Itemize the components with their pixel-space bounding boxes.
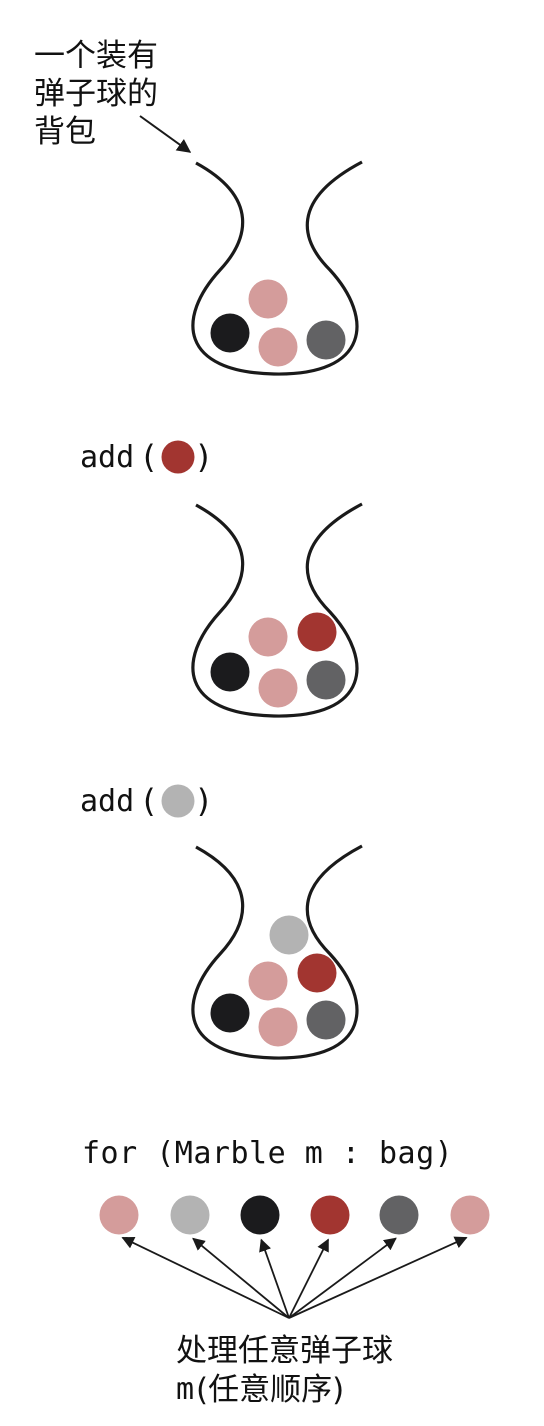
- bag-3-marble-4: [210, 993, 250, 1033]
- iteration-marble-2: [170, 1195, 210, 1235]
- bag-1-marble-4: [306, 320, 346, 360]
- bag-1-marble-2: [210, 313, 250, 353]
- add-paren-open-2: (: [143, 782, 156, 820]
- iteration-arrow-1: [121, 1236, 290, 1319]
- process-caption-note: (任意顺序): [196, 1372, 345, 1408]
- bag-2-marble-2: [297, 612, 337, 652]
- bag-label-line-3: 背包: [34, 114, 96, 150]
- bag-3-marble-6: [306, 1000, 346, 1040]
- bag-2-marble-5: [306, 660, 346, 700]
- bag-1-marble-1: [248, 279, 288, 319]
- bag-2-marble-3: [210, 652, 250, 692]
- bag-3-marble-1: [269, 915, 309, 955]
- add-paren-close-1: ): [197, 438, 210, 476]
- bag-3-outline: [191, 844, 363, 1060]
- add-paren-open-1: (: [143, 438, 156, 476]
- bag-3: [191, 844, 363, 1060]
- bag-2-outline: [191, 502, 363, 718]
- add-op-2: add: [80, 784, 135, 819]
- add-paren-close-2: ): [197, 782, 210, 820]
- bag-2-marble-1: [248, 617, 288, 657]
- bag-1-marbles: [210, 279, 346, 367]
- iteration-marble-1: [99, 1195, 139, 1235]
- process-caption-var: m: [176, 1372, 195, 1407]
- bag-3-marble-5: [258, 1007, 298, 1047]
- iteration-arrow-4: [288, 1238, 330, 1319]
- bag-2-marbles: [210, 612, 346, 708]
- add-marble-2: [161, 784, 195, 818]
- bag-label-line-1: 一个装有: [34, 38, 158, 74]
- bag-2-marble-4: [258, 668, 298, 708]
- bag-1-outline: [191, 160, 363, 376]
- iteration-marble-4: [310, 1195, 350, 1235]
- bag-1-marble-3: [258, 327, 298, 367]
- added-marbles: [161, 440, 195, 818]
- bag-3-marbles: [210, 915, 346, 1047]
- iteration-arrow-6: [288, 1236, 468, 1319]
- iteration-arrow-3: [259, 1238, 290, 1319]
- bag-1: [191, 160, 363, 376]
- iteration-marbles: [99, 1195, 490, 1235]
- iteration-marble-6: [450, 1195, 490, 1235]
- iteration-arrow-5: [288, 1237, 397, 1319]
- bag-2: [191, 502, 363, 718]
- bag-3-marble-2: [248, 961, 288, 1001]
- iteration-arrow-2: [192, 1237, 290, 1319]
- label-pointer-arrow: [139, 115, 192, 153]
- add-marble-1: [161, 440, 195, 474]
- loop-code: for (Marble m : bag): [82, 1136, 454, 1171]
- add-op-1: add: [80, 440, 135, 475]
- iteration-arrows: [121, 1236, 468, 1319]
- iteration-marble-3: [240, 1195, 280, 1235]
- process-caption-line-1: 处理任意弹子球: [176, 1333, 393, 1369]
- iteration-marble-5: [379, 1195, 419, 1235]
- bag-label-line-2: 弹子球的: [34, 76, 158, 112]
- bag-3-marble-3: [297, 953, 337, 993]
